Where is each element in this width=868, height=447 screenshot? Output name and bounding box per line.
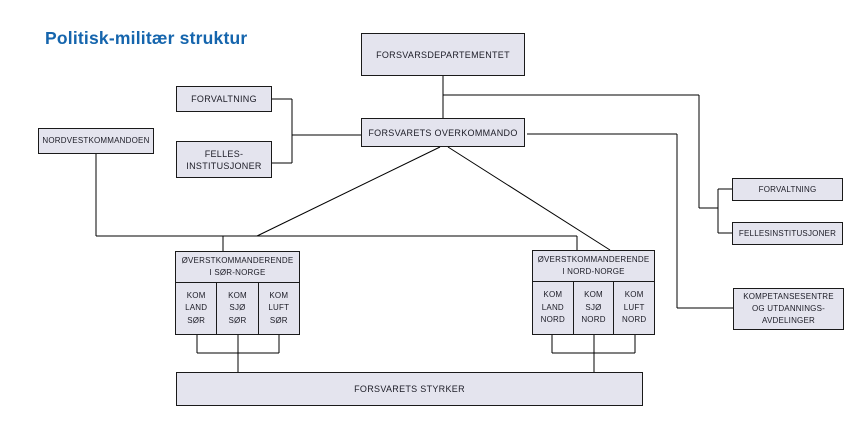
box-forsvarets-overkommando: FORSVARETS OVERKOMMANDO	[361, 118, 525, 147]
box-fellesinstitusjoner-left: FELLES- INSTITUSJONER	[176, 141, 272, 178]
box-forvaltning-left: FORVALTNING	[176, 86, 272, 112]
nord-columns: KOM LAND NORD KOM SJØ NORD KOM LUFT NORD	[533, 282, 654, 334]
box-ok-sor-norge: ØVERSTKOMMANDERENDE I SØR-NORGE	[176, 252, 299, 283]
box-nordvestkommandoen: NORDVESTKOMMANDOEN	[38, 128, 154, 154]
connector-diagonals	[256, 146, 611, 251]
box-ok-nord-norge: ØVERSTKOMMANDERENDE I NORD-NORGE	[533, 251, 654, 282]
box-kom-sjo-sor: KOM SJØ SØR	[217, 283, 259, 334]
group-ok-sor-norge: ØVERSTKOMMANDERENDE I SØR-NORGE KOM LAND…	[175, 251, 300, 335]
box-kom-land-sor: KOM LAND SØR	[176, 283, 218, 334]
box-kom-land-nord: KOM LAND NORD	[533, 282, 574, 334]
box-fellesinstitusjoner-right: FELLESINSTITUSJONER	[732, 222, 843, 245]
box-kom-luft-nord: KOM LUFT NORD	[622, 290, 647, 325]
page-title: Politisk-militær struktur	[45, 28, 248, 48]
sor-columns: KOM LAND SØR KOM SJØ SØR KOM LUFT SØR	[176, 283, 299, 334]
box-forvaltning-right: FORVALTNING	[732, 178, 843, 201]
connector-orthogonal	[95, 76, 733, 372]
box-kom-sjo-nord: KOM SJØ NORD	[574, 282, 615, 334]
box-kompetansesentre: KOMPETANSESENTRE OG UTDANNINGS- AVDELING…	[733, 288, 844, 330]
group-ok-nord-norge: ØVERSTKOMMANDERENDE I NORD-NORGE KOM LAN…	[532, 250, 655, 335]
box-forsvarsdepartementet: FORSVARSDEPARTEMENTET	[361, 33, 525, 76]
box-kom-luft-sor: KOM LUFT SØR	[268, 290, 290, 325]
box-forsvarets-styrker: FORSVARETS STYRKER	[176, 372, 643, 406]
